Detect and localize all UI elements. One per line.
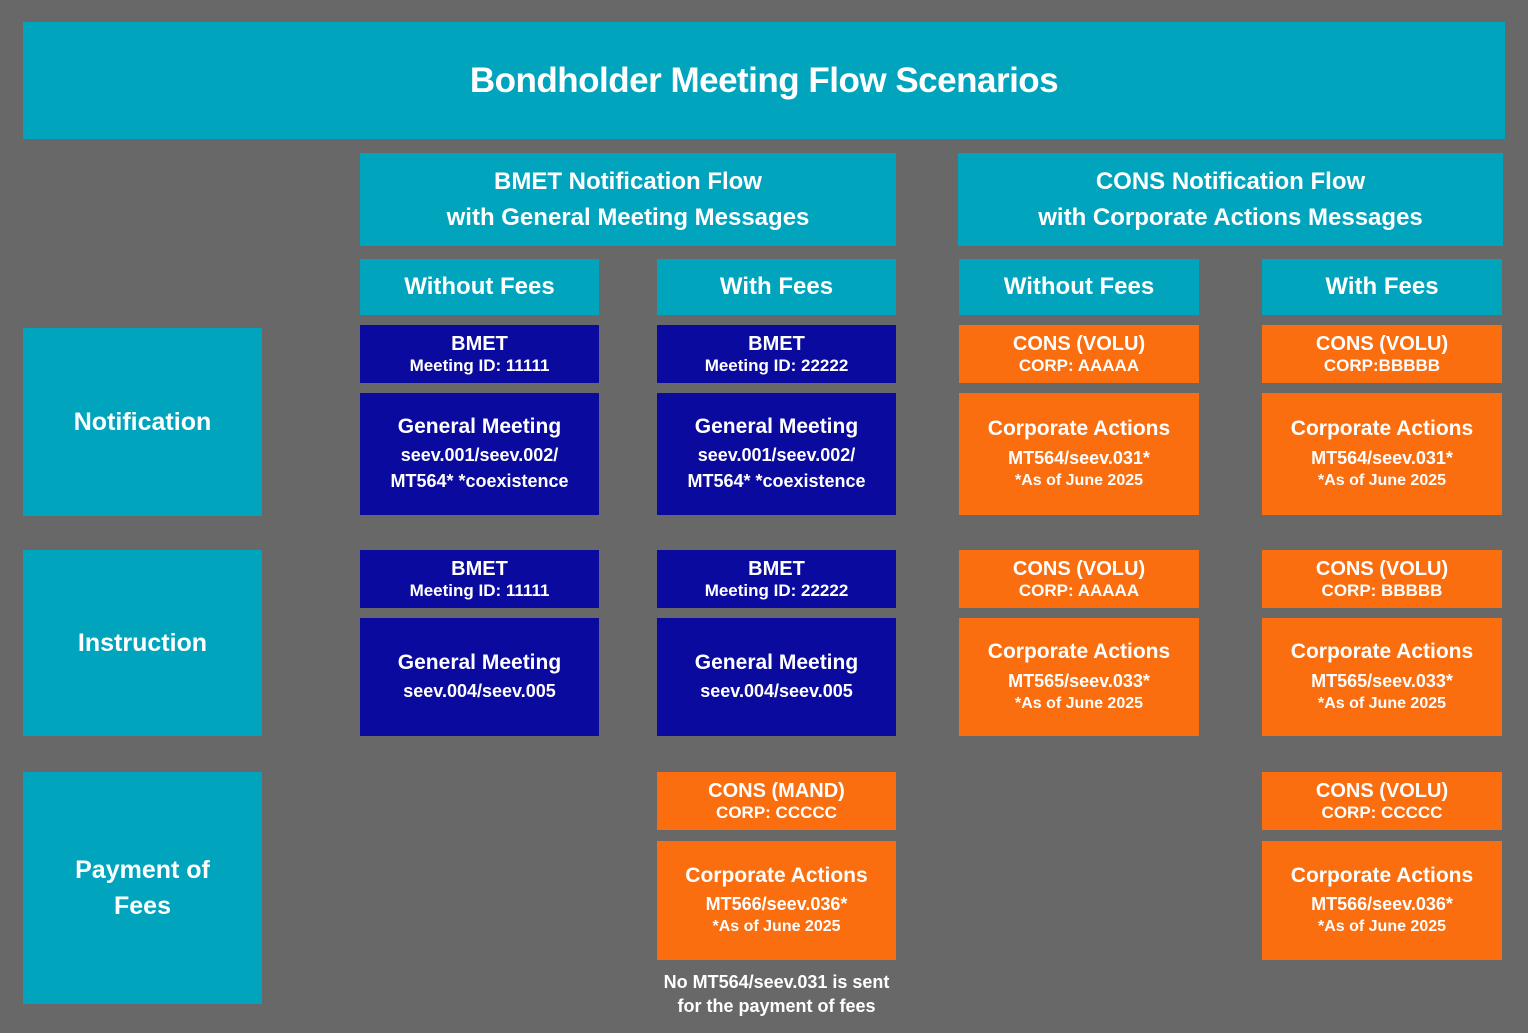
event-box-title: BMET <box>748 332 805 355</box>
message-box-detail: MT564/seev.031* <box>1008 447 1150 468</box>
bmet-with-instruction-message-box: General Meeting seev.004/seev.005 <box>657 618 896 736</box>
cons-with-payment-message-box: Corporate Actions MT566/seev.036* *As of… <box>1262 841 1502 960</box>
message-box-detail: MT566/seev.036* <box>1311 894 1453 915</box>
message-box-footnote: *As of June 2025 <box>712 918 841 936</box>
event-box-title: CONS (VOLU) <box>1012 557 1146 580</box>
message-box-detail: MT566/seev.036* <box>705 894 848 915</box>
fee-header-bmet-with-label: With Fees <box>719 273 834 300</box>
event-box-title: CONS (VOLU) <box>1315 332 1449 355</box>
message-box-detail: MT565/seev.033* <box>1311 670 1453 691</box>
fee-header-cons-without: Without Fees <box>959 259 1199 315</box>
fee-header-bmet-with: With Fees <box>657 259 896 315</box>
row-label-notification-text: Notification <box>73 407 212 436</box>
bmet-without-instruction-message-box: General Meeting seev.004/seev.005 <box>360 618 599 736</box>
cons-without-notification-message-box: Corporate Actions MT564/seev.031* *As of… <box>959 393 1199 515</box>
row-label-instruction-text: Instruction <box>77 628 208 657</box>
message-box-title: Corporate Actions <box>987 640 1171 664</box>
message-box-footnote: *As of June 2025 <box>1014 694 1144 712</box>
bmet-with-notification-event-box: BMET Meeting ID: 22222 <box>657 325 896 383</box>
event-box-title: CONS (VOLU) <box>1315 557 1449 580</box>
group-header-cons: CONS Notification Flow with Corporate Ac… <box>958 153 1503 246</box>
row-label-payment-of-fees-text: Payment of Fees <box>75 855 210 920</box>
payment-note: No MT564/seev.031 is sent for the paymen… <box>657 966 896 1022</box>
message-box-footnote: *As of June 2025 <box>1014 471 1144 489</box>
cons-without-instruction-message-box: Corporate Actions MT565/seev.033* *As of… <box>959 618 1199 736</box>
message-box-title: Corporate Actions <box>987 417 1171 441</box>
event-box-title: CONS (VOLU) <box>1315 779 1449 802</box>
fee-header-cons-with: With Fees <box>1262 259 1502 315</box>
row-label-instruction: Instruction <box>23 550 262 736</box>
event-box-subtitle: Meeting ID: 22222 <box>704 355 849 375</box>
event-box-subtitle: CORP: BBBBB <box>1321 580 1443 600</box>
message-box-title: Corporate Actions <box>685 863 868 887</box>
event-box-title: CONS (MAND) <box>708 779 845 802</box>
event-box-subtitle: CORP: AAAAA <box>1018 355 1140 375</box>
message-box-footnote: *As of June 2025 <box>1317 918 1447 936</box>
message-box-title: Corporate Actions <box>1290 417 1474 441</box>
event-box-subtitle: Meeting ID: 22222 <box>704 580 849 600</box>
title-banner: Bondholder Meeting Flow Scenarios <box>23 22 1505 139</box>
fee-header-cons-without-label: Without Fees <box>1003 273 1155 300</box>
group-header-cons-label: CONS Notification Flow with Corporate Ac… <box>1038 167 1423 231</box>
bmet-with-instruction-event-box: BMET Meeting ID: 22222 <box>657 550 896 608</box>
event-box-title: BMET <box>748 557 805 580</box>
message-box-detail: seev.004/seev.005 <box>403 681 556 702</box>
message-box-footnote: *As of June 2025 <box>1317 471 1447 489</box>
event-box-title: CONS (VOLU) <box>1012 332 1146 355</box>
fee-header-cons-with-label: With Fees <box>1325 273 1439 300</box>
cons-without-notification-event-box: CONS (VOLU) CORP: AAAAA <box>959 325 1199 383</box>
event-box-subtitle: Meeting ID: 11111 <box>409 580 550 600</box>
message-box-detail: seev.001/seev.002/ MT564* *coexistence <box>687 445 866 491</box>
fee-header-bmet-without: Without Fees <box>360 259 599 315</box>
message-box-title: General Meeting <box>397 415 562 439</box>
message-box-title: Corporate Actions <box>1290 863 1474 887</box>
event-box-subtitle: CORP: CCCCC <box>716 802 837 822</box>
bmet-without-instruction-event-box: BMET Meeting ID: 11111 <box>360 550 599 608</box>
message-box-detail: MT564/seev.031* <box>1311 447 1453 468</box>
message-box-detail: MT565/seev.033* <box>1008 670 1150 691</box>
event-box-title: BMET <box>451 332 508 355</box>
page-title: Bondholder Meeting Flow Scenarios <box>469 60 1059 100</box>
group-header-bmet-label: BMET Notification Flow with General Meet… <box>446 167 810 231</box>
message-box-title: Corporate Actions <box>1290 640 1474 664</box>
cons-with-notification-event-box: CONS (VOLU) CORP:BBBBB <box>1262 325 1502 383</box>
bmet-with-payment-message-box: Corporate Actions MT566/seev.036* *As of… <box>657 841 896 960</box>
message-box-footnote: *As of June 2025 <box>1317 694 1447 712</box>
group-header-bmet: BMET Notification Flow with General Meet… <box>360 153 896 246</box>
cons-with-notification-message-box: Corporate Actions MT564/seev.031* *As of… <box>1262 393 1502 515</box>
cons-with-payment-event-box: CONS (VOLU) CORP: CCCCC <box>1262 772 1502 830</box>
bmet-without-notification-event-box: BMET Meeting ID: 11111 <box>360 325 599 383</box>
event-box-title: BMET <box>451 557 508 580</box>
message-box-title: General Meeting <box>397 650 562 674</box>
bmet-without-notification-message-box: General Meeting seev.001/seev.002/ MT564… <box>360 393 599 515</box>
event-box-subtitle: CORP: CCCCC <box>1321 802 1443 822</box>
message-box-detail: seev.004/seev.005 <box>700 681 853 702</box>
event-box-subtitle: CORP: AAAAA <box>1018 580 1140 600</box>
event-box-subtitle: CORP:BBBBB <box>1323 355 1441 375</box>
message-box-title: General Meeting <box>694 650 859 674</box>
bmet-with-notification-message-box: General Meeting seev.001/seev.002/ MT564… <box>657 393 896 515</box>
row-label-payment-of-fees: Payment of Fees <box>23 772 262 1004</box>
event-box-subtitle: Meeting ID: 11111 <box>409 355 550 375</box>
cons-with-instruction-event-box: CONS (VOLU) CORP: BBBBB <box>1262 550 1502 608</box>
bmet-with-payment-event-box: CONS (MAND) CORP: CCCCC <box>657 772 896 830</box>
fee-header-bmet-without-label: Without Fees <box>404 273 555 300</box>
row-label-notification: Notification <box>23 328 262 516</box>
message-box-detail: seev.001/seev.002/ MT564* *coexistence <box>390 445 569 491</box>
cons-with-instruction-message-box: Corporate Actions MT565/seev.033* *As of… <box>1262 618 1502 736</box>
payment-note-text: No MT564/seev.031 is sent for the paymen… <box>663 971 890 1016</box>
message-box-title: General Meeting <box>694 415 859 439</box>
cons-without-instruction-event-box: CONS (VOLU) CORP: AAAAA <box>959 550 1199 608</box>
